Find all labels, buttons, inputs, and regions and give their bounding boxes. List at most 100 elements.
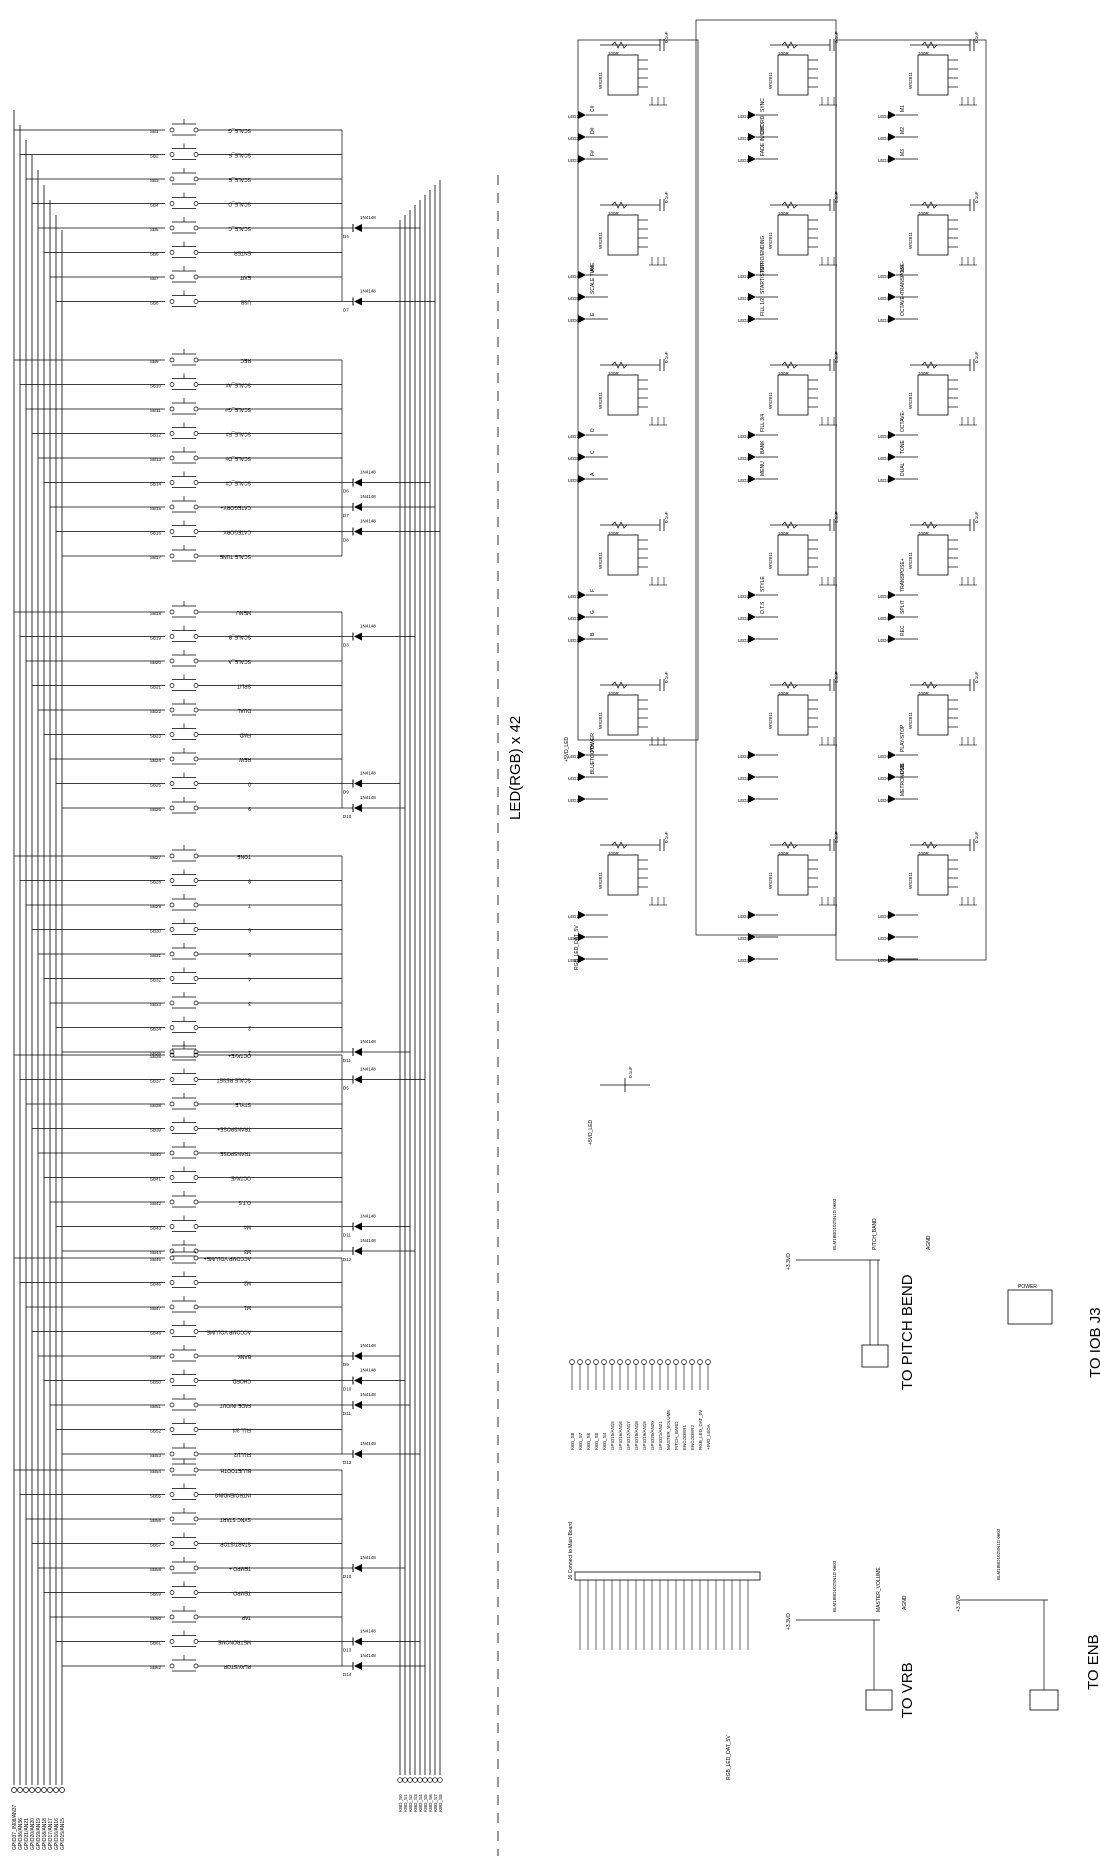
switch-ref: SB14 (150, 482, 162, 487)
led-count-title: LED(RGB) x 42 (507, 716, 524, 820)
switch-ref: SB24 (150, 758, 162, 763)
led-function-label: OCTAVE- (900, 410, 906, 432)
led-ref: LED30 (738, 914, 752, 919)
diode-part: 1N4148 (360, 519, 376, 524)
switch-ref: SB28 (150, 880, 162, 885)
resistor-value: 100R (918, 851, 930, 856)
cap-value: 0.1uF (834, 351, 839, 363)
switch-label: SCALE TUNE (219, 553, 251, 559)
test-point (681, 1359, 687, 1365)
test-point-net: GPIO21/AN21 (658, 1421, 663, 1450)
test-point (673, 1359, 679, 1365)
resistor-value: 100R (918, 691, 930, 696)
net-label: +3.3VD (956, 1595, 962, 1612)
cap-value: 0.1uF (664, 831, 669, 843)
switch-ref: SB49 (150, 1355, 162, 1360)
switch-ref: SB21 (150, 685, 162, 690)
led-function-label: A (590, 472, 596, 476)
test-point (601, 1359, 607, 1365)
led-function-label: TRANSPOSE+ (900, 558, 906, 592)
bus-terminal (412, 1777, 418, 1783)
led-ref: LED17 (568, 936, 582, 941)
led-ref: LED15 (738, 114, 752, 119)
ferrite-label: BLM18BD102SN1D 0603 (996, 1528, 1001, 1580)
diode-ref: D8 (343, 538, 349, 543)
switch-ref: SB8 (150, 301, 159, 306)
gpio-label: GPIO17/AN17 (48, 1818, 54, 1850)
net-label: AGND (926, 1235, 932, 1250)
led-function-label: M3 (900, 149, 906, 156)
resistor-value: 100R (778, 851, 790, 856)
switch-label: METRONOME (217, 1639, 251, 1645)
bus-terminal (432, 1777, 438, 1783)
switch-ref: SB39 (150, 1128, 162, 1133)
switch-ref: SB53 (150, 1453, 162, 1458)
led-chip: WS2811 (908, 552, 913, 569)
test-point (665, 1359, 671, 1365)
led-function-label: FILL 3/4 (760, 414, 766, 432)
switch-ref: SB55 (150, 1494, 162, 1499)
cap-value: 0.1uF (974, 191, 979, 203)
diode-ref: D11 (343, 1058, 351, 1063)
gpio-label: GPIO16/AN16 (54, 1818, 60, 1850)
diode-part: 1N4148 (360, 624, 376, 629)
diode-part: 1N4148 (360, 1441, 376, 1446)
led-ref: LED24 (738, 594, 752, 599)
connector-title: J6 Connect to Main Board (568, 1522, 574, 1580)
led-function-label: G (590, 610, 596, 614)
bus-terminal (35, 1787, 41, 1793)
diode-part: 1N4148 (360, 1555, 376, 1560)
switch-label: TEMPO + (229, 1565, 251, 1571)
cap-value: 0.1uF (664, 31, 669, 43)
diode-ref: D13 (343, 1648, 352, 1653)
led-ref: LED37 (878, 478, 892, 483)
switch-label: SCALE RESET (217, 1077, 251, 1083)
led-function-label: SYNC (760, 98, 766, 112)
bus-terminal (402, 1777, 408, 1783)
net-label: +3.3VD (786, 1613, 792, 1630)
switch-label: SCALE_C (228, 225, 251, 231)
led-function-label: M2 (900, 127, 906, 134)
net-label: +5VD_LED (588, 1119, 594, 1145)
switch-label: REC (240, 357, 251, 363)
diode-ref: D10 (343, 1387, 352, 1392)
led-ref: LED15 (568, 798, 582, 803)
net-label: RGB_LED_DAT_5V (574, 925, 580, 970)
led-chip: WS2811 (768, 712, 773, 729)
bus-terminal (437, 1777, 443, 1783)
switch-ref: SB5 (150, 227, 159, 232)
bus-terminal (53, 1787, 59, 1793)
led-function-label: M1 (900, 105, 906, 112)
switch-ref: SB46 (150, 1282, 162, 1287)
led-ref: LED16 (568, 914, 582, 919)
net-label: PITCH_BAND (872, 1218, 878, 1250)
led-chip: WS2811 (598, 872, 603, 889)
kbd-label: KBD_S1 (403, 1794, 408, 1812)
switch-label: ENTER (234, 250, 251, 256)
switch-ref: SB40 (150, 1152, 162, 1157)
diode-part: 1N4148 (360, 1238, 376, 1243)
bus-terminal (29, 1787, 35, 1793)
switch-ref: SB35 (150, 1051, 162, 1056)
diode-ref: D9 (343, 790, 349, 795)
cap-value: 0.1uF (974, 351, 979, 363)
diode-part: 1N4148 (360, 289, 376, 294)
led-ref: LED8 (568, 456, 579, 461)
test-point-net: KBD_S7 (578, 1432, 583, 1450)
switch-label: O.T.S (238, 1199, 251, 1205)
switch-ref: SB9 (150, 359, 159, 364)
switch-label: 3 (248, 1000, 251, 1006)
led-ref: LED19 (738, 296, 752, 301)
switch-ref: SB42 (150, 1201, 162, 1206)
diode-ref: D7 (343, 513, 349, 518)
led-ref: LED33 (878, 296, 892, 301)
switch-label: SCALE_B (228, 634, 251, 640)
diode-ref: D14 (343, 1672, 352, 1677)
led-chip: WS2811 (598, 552, 603, 569)
bus-terminal (422, 1777, 428, 1783)
led-ref: LED32 (738, 958, 752, 963)
test-point (577, 1359, 583, 1365)
switch-label: 2 (248, 1025, 251, 1031)
